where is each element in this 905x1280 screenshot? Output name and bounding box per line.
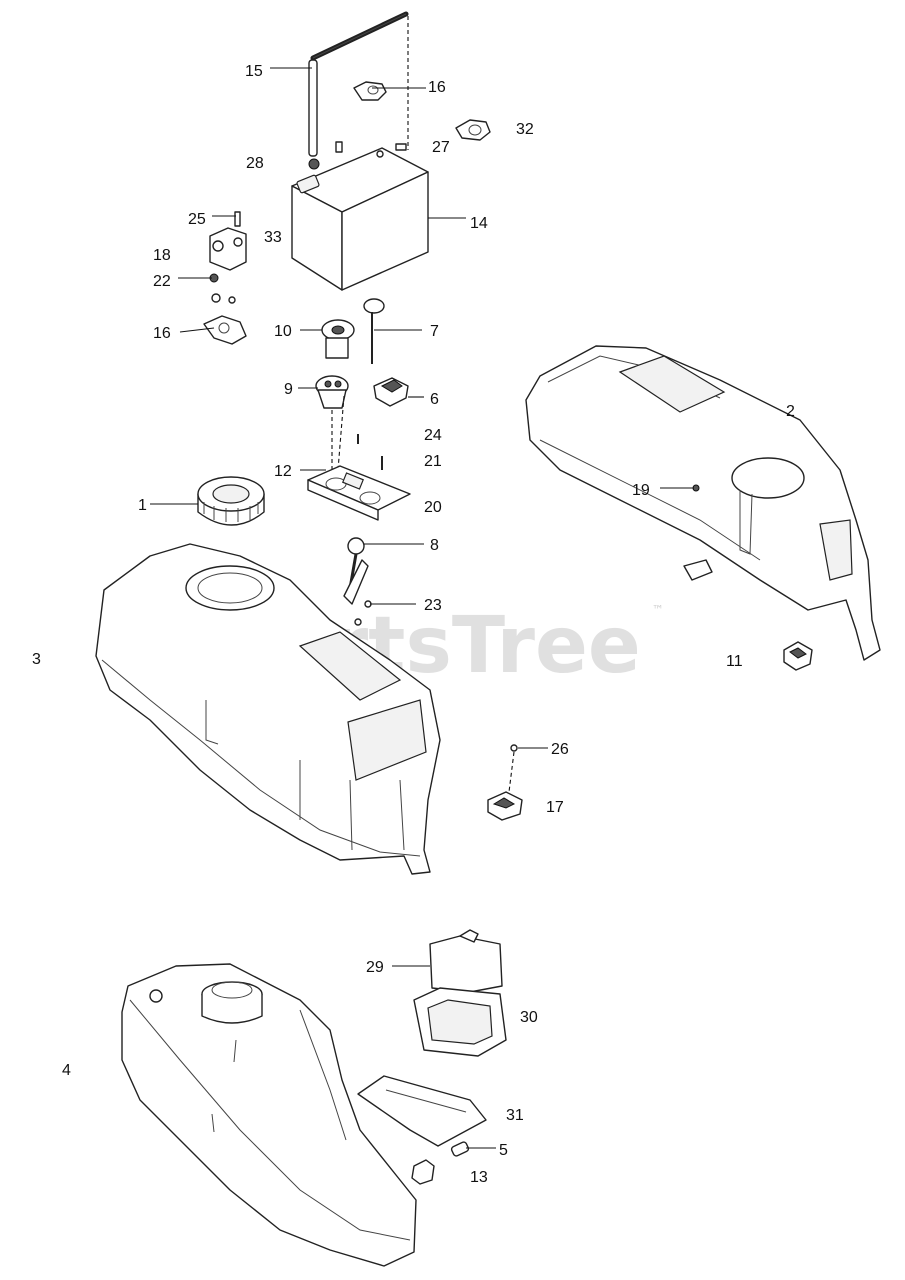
callout-20: 20	[424, 499, 442, 516]
cover-frame	[413, 987, 507, 1057]
callout-2: 2	[786, 403, 795, 420]
choke-knob	[363, 298, 385, 364]
heat-shield	[357, 1075, 487, 1147]
callout-23: 23	[424, 597, 442, 614]
callout-27: 27	[432, 139, 450, 156]
callout-15: 15	[245, 63, 263, 80]
nut-clip-top	[353, 81, 387, 101]
callout-18: 18	[153, 247, 171, 264]
callout-28: 28	[246, 155, 264, 172]
ignition-switch	[315, 375, 349, 409]
control-panel-plate	[307, 465, 411, 521]
callout-1: 1	[138, 497, 147, 514]
callout-3: 3	[32, 651, 41, 668]
callout-22: 22	[153, 273, 171, 290]
bracket-hinge	[487, 744, 523, 821]
callout-16-top: 16	[428, 79, 446, 96]
callout-14: 14	[470, 215, 488, 232]
rocker-switch	[373, 377, 409, 407]
callout-33: 33	[264, 229, 282, 246]
callout-16-left: 16	[153, 325, 171, 342]
callout-32: 32	[516, 121, 534, 138]
callout-11: 11	[726, 653, 743, 670]
callout-29: 29	[366, 959, 384, 976]
callout-24: 24	[424, 427, 442, 444]
top-cover	[429, 929, 503, 993]
fender-main	[95, 543, 441, 875]
fuel-cap	[197, 476, 265, 526]
ignition-key	[321, 319, 355, 359]
callout-10: 10	[274, 323, 292, 340]
callout-26: 26	[551, 741, 569, 758]
callout-4: 4	[62, 1062, 71, 1079]
callout-17: 17	[546, 799, 564, 816]
callout-21: 21	[424, 453, 442, 470]
callout-13: 13	[470, 1169, 488, 1186]
callout-9: 9	[284, 381, 293, 398]
callout-31: 31	[506, 1107, 524, 1124]
ignition-switch-assembly	[203, 211, 247, 345]
callout-8: 8	[430, 537, 439, 554]
callout-6: 6	[430, 391, 439, 408]
battery-strap	[308, 11, 409, 157]
callout-7: 7	[430, 323, 439, 340]
terminal-clip	[455, 119, 491, 141]
fuel-tank	[121, 963, 417, 1267]
callout-30: 30	[520, 1009, 538, 1026]
callout-19: 19	[632, 482, 650, 499]
watermark-trademark: ™	[652, 603, 664, 617]
battery	[291, 141, 429, 291]
callout-5: 5	[499, 1142, 508, 1159]
fender-right	[525, 345, 881, 661]
throttle-lever	[343, 537, 372, 626]
callout-25: 25	[188, 211, 206, 228]
connector-plug	[783, 641, 813, 671]
callout-12: 12	[274, 463, 292, 480]
fuel-fitting	[411, 1141, 470, 1185]
